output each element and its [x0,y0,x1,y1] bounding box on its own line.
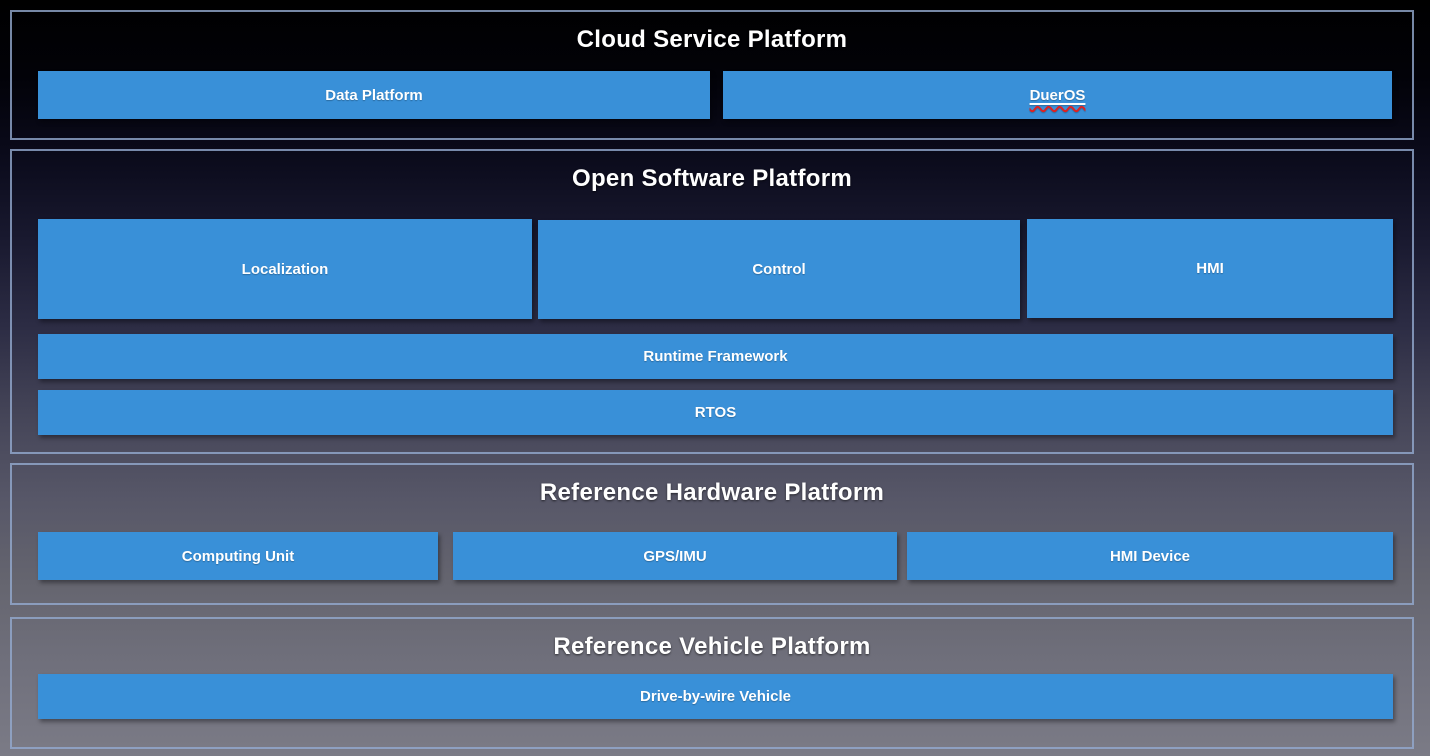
box-label: DuerOS [1029,86,1086,104]
box-label: Localization [241,260,329,278]
box-label: GPS/IMU [643,547,707,565]
box-runtime-framework: Runtime Framework [38,334,1393,379]
box-label: Data Platform [325,86,423,104]
section-open-software-platform: Open Software Platform Localization Cont… [10,149,1414,454]
section-reference-hardware-platform: Reference Hardware Platform Computing Un… [10,463,1414,605]
box-label: Drive-by-wire Vehicle [640,688,791,705]
box-drive-by-wire-vehicle: Drive-by-wire Vehicle [38,674,1393,719]
box-localization: Localization [38,219,532,319]
box-rtos: RTOS [38,390,1393,435]
box-label: Runtime Framework [643,348,788,365]
box-label: Control [752,261,806,278]
section-reference-vehicle-platform: Reference Vehicle Platform Drive-by-wire… [10,617,1414,749]
section-title-open-software-platform: Open Software Platform [572,165,852,192]
box-dueros: DuerOS [723,71,1392,119]
box-label: HMI [1196,260,1224,277]
box-computing-unit: Computing Unit [38,532,438,580]
section-title-cloud-service-platform: Cloud Service Platform [576,26,848,53]
box-data-platform: Data Platform [38,71,710,119]
box-hmi-device: HMI Device [907,532,1393,580]
box-control: Control [538,220,1020,319]
section-title-reference-vehicle-platform: Reference Vehicle Platform [553,633,871,660]
box-gps-imu: GPS/IMU [453,532,897,580]
box-label: Computing Unit [181,547,295,565]
section-cloud-service-platform: Cloud Service Platform Data Platform Due… [10,10,1414,140]
section-title-reference-hardware-platform: Reference Hardware Platform [539,479,885,506]
spellcheck-squiggle: DuerOS [1030,87,1086,104]
box-hmi: HMI [1027,219,1393,318]
box-label: RTOS [694,404,737,421]
box-label: HMI Device [1109,547,1191,565]
